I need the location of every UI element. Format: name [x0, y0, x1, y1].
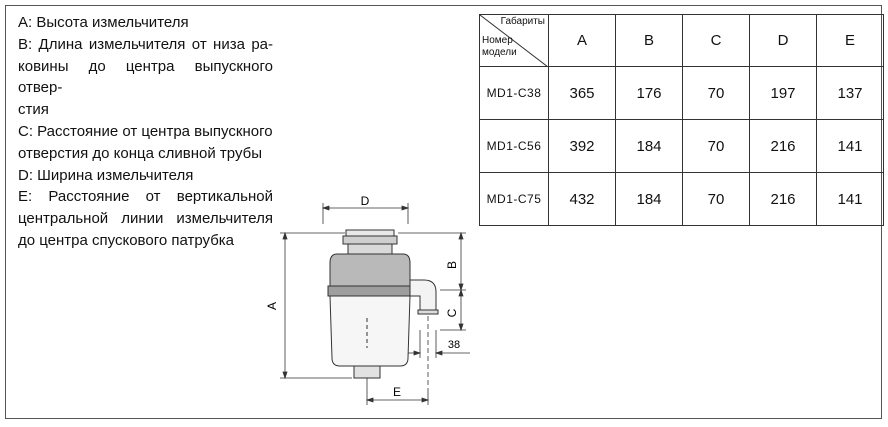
legend-line-e1: E: Расстояние от вертикальной — [18, 188, 273, 206]
value-cell: 184 — [615, 172, 683, 226]
dimension-d — [321, 203, 410, 224]
label-d: D — [361, 194, 370, 208]
legend-line-c2: отверстия до конца сливной трубы — [18, 144, 262, 162]
legend-line-e2: центральной линии измельчителя — [18, 210, 273, 228]
value-cell: 137 — [816, 66, 884, 120]
dimension-c — [427, 288, 466, 388]
value-cell: 197 — [749, 66, 817, 120]
value-cell: 216 — [749, 119, 817, 173]
legend-line-b1: B: Длина измельчителя от низа ра- — [18, 35, 273, 53]
value-cell: 392 — [548, 119, 616, 173]
legend-line-b2: ковины до центра выпускного отвер- — [18, 57, 273, 97]
value-cell: 184 — [615, 119, 683, 173]
value-cell: 70 — [682, 66, 750, 120]
legend-line-c1: C: Расстояние от центра выпускного — [18, 122, 273, 140]
model-cell: MD1-C56 — [479, 119, 549, 173]
legend-line-e3: до центра спускового патрубка — [18, 231, 235, 249]
value-cell: 432 — [548, 172, 616, 226]
value-cell: 216 — [749, 172, 817, 226]
value-cell: 141 — [816, 172, 884, 226]
column-header-c: C — [682, 14, 750, 67]
legend-line-a: A: Высота измельчителя — [18, 14, 189, 31]
label-38: 38 — [448, 339, 460, 351]
column-header-a: A — [548, 14, 616, 67]
value-cell: 365 — [548, 66, 616, 120]
value-cell: 70 — [682, 119, 750, 173]
dimension-e — [365, 378, 430, 405]
legend: A: Высота измельчителя B: Длина измельчи… — [18, 12, 273, 252]
discharge-elbow — [409, 279, 439, 315]
dimension-38 — [408, 330, 470, 358]
model-cell: MD1-C38 — [479, 66, 549, 120]
legend-line-d: D: Ширина измельчителя — [18, 166, 194, 184]
label-e: E — [393, 385, 401, 399]
header-dimensions-label: Габариты — [500, 16, 545, 27]
value-cell: 141 — [816, 119, 884, 173]
label-a: A — [265, 302, 279, 310]
column-header-d: D — [749, 14, 817, 67]
table-row: MD1-C56 392 184 70 216 141 — [479, 119, 884, 173]
model-cell: MD1-C75 — [479, 172, 549, 226]
disposer-body — [327, 229, 413, 379]
value-cell: 70 — [682, 172, 750, 226]
table-row: MD1-C75 432 184 70 216 141 — [479, 172, 884, 226]
disposer-diagram: D A B C — [265, 194, 470, 405]
corner-diagonal — [480, 15, 548, 67]
label-c: C — [445, 308, 459, 317]
legend-line-b3: стия — [18, 101, 49, 119]
column-header-b: B — [615, 14, 683, 67]
value-cell: 176 — [615, 66, 683, 120]
label-b: B — [445, 261, 459, 269]
column-header-e: E — [816, 14, 884, 67]
table-row: MD1-C38 365 176 70 197 137 — [479, 66, 884, 120]
dimension-a — [280, 231, 352, 380]
dimension-b — [398, 231, 466, 292]
